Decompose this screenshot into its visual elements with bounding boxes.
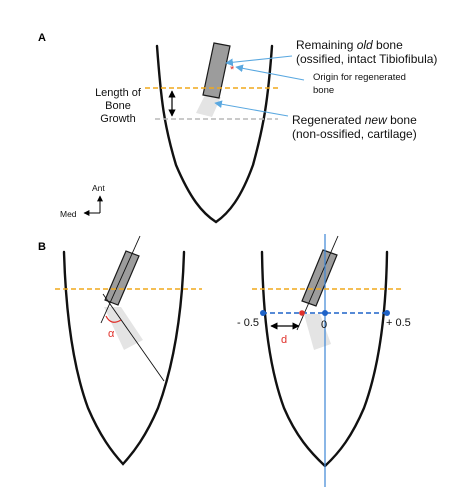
pointer-new-bone xyxy=(214,100,289,117)
growth-label-line2: Bone xyxy=(105,100,131,112)
angle-alpha-arc xyxy=(105,315,122,323)
old-bone-label: Remaining old bone xyxy=(296,38,403,52)
new-bone-sublabel: (non-ossified, cartilage) xyxy=(292,127,417,141)
panel-b-left-limb: α xyxy=(55,235,202,466)
orientation-compass: Ant Med xyxy=(60,183,105,219)
compass-ant-label: Ant xyxy=(92,183,105,193)
scale-point-right xyxy=(384,310,390,316)
panel-b-right-limb: d - 0.5 0 + 0.5 xyxy=(237,234,411,487)
limb-outline-a xyxy=(155,44,274,224)
origin-label: Origin for regenerated xyxy=(313,72,406,83)
new-bone-axis-line xyxy=(102,293,165,382)
scale-label-center: 0 xyxy=(321,319,327,331)
panel-a: A * Remaining old bone (ossified, intact… xyxy=(38,32,437,224)
scale-point-left xyxy=(260,310,266,316)
new-bone-b-left xyxy=(104,307,143,350)
limb-outline-b-left xyxy=(62,250,186,466)
angle-alpha-label: α xyxy=(108,328,115,340)
growth-label-line1: Length of xyxy=(95,87,142,99)
scale-label-left: - 0.5 xyxy=(237,317,259,329)
origin-star-marker: * xyxy=(230,64,235,76)
old-bone-axis-line xyxy=(100,235,141,324)
scale-point-center xyxy=(322,310,328,316)
panel-b-letter: B xyxy=(38,241,46,253)
panel-b: B α xyxy=(38,234,411,487)
old-bone-a xyxy=(202,42,231,99)
old-bone-b-left xyxy=(104,250,140,306)
origin-point-red xyxy=(299,310,305,316)
pointer-origin xyxy=(235,64,305,81)
new-bone-b-right xyxy=(304,314,331,350)
panel-a-letter: A xyxy=(38,32,46,44)
growth-label-line3: Growth xyxy=(100,113,135,125)
offset-d-label: d xyxy=(281,334,287,346)
compass-med-label: Med xyxy=(60,209,77,219)
scale-label-right: + 0.5 xyxy=(386,317,411,329)
new-bone-a xyxy=(196,93,221,117)
pointer-old-bone xyxy=(225,55,293,67)
new-bone-label: Regenerated new bone xyxy=(292,113,417,127)
old-bone-sublabel: (ossified, intact Tibiofibula) xyxy=(296,52,437,66)
origin-sublabel: bone xyxy=(313,85,334,96)
